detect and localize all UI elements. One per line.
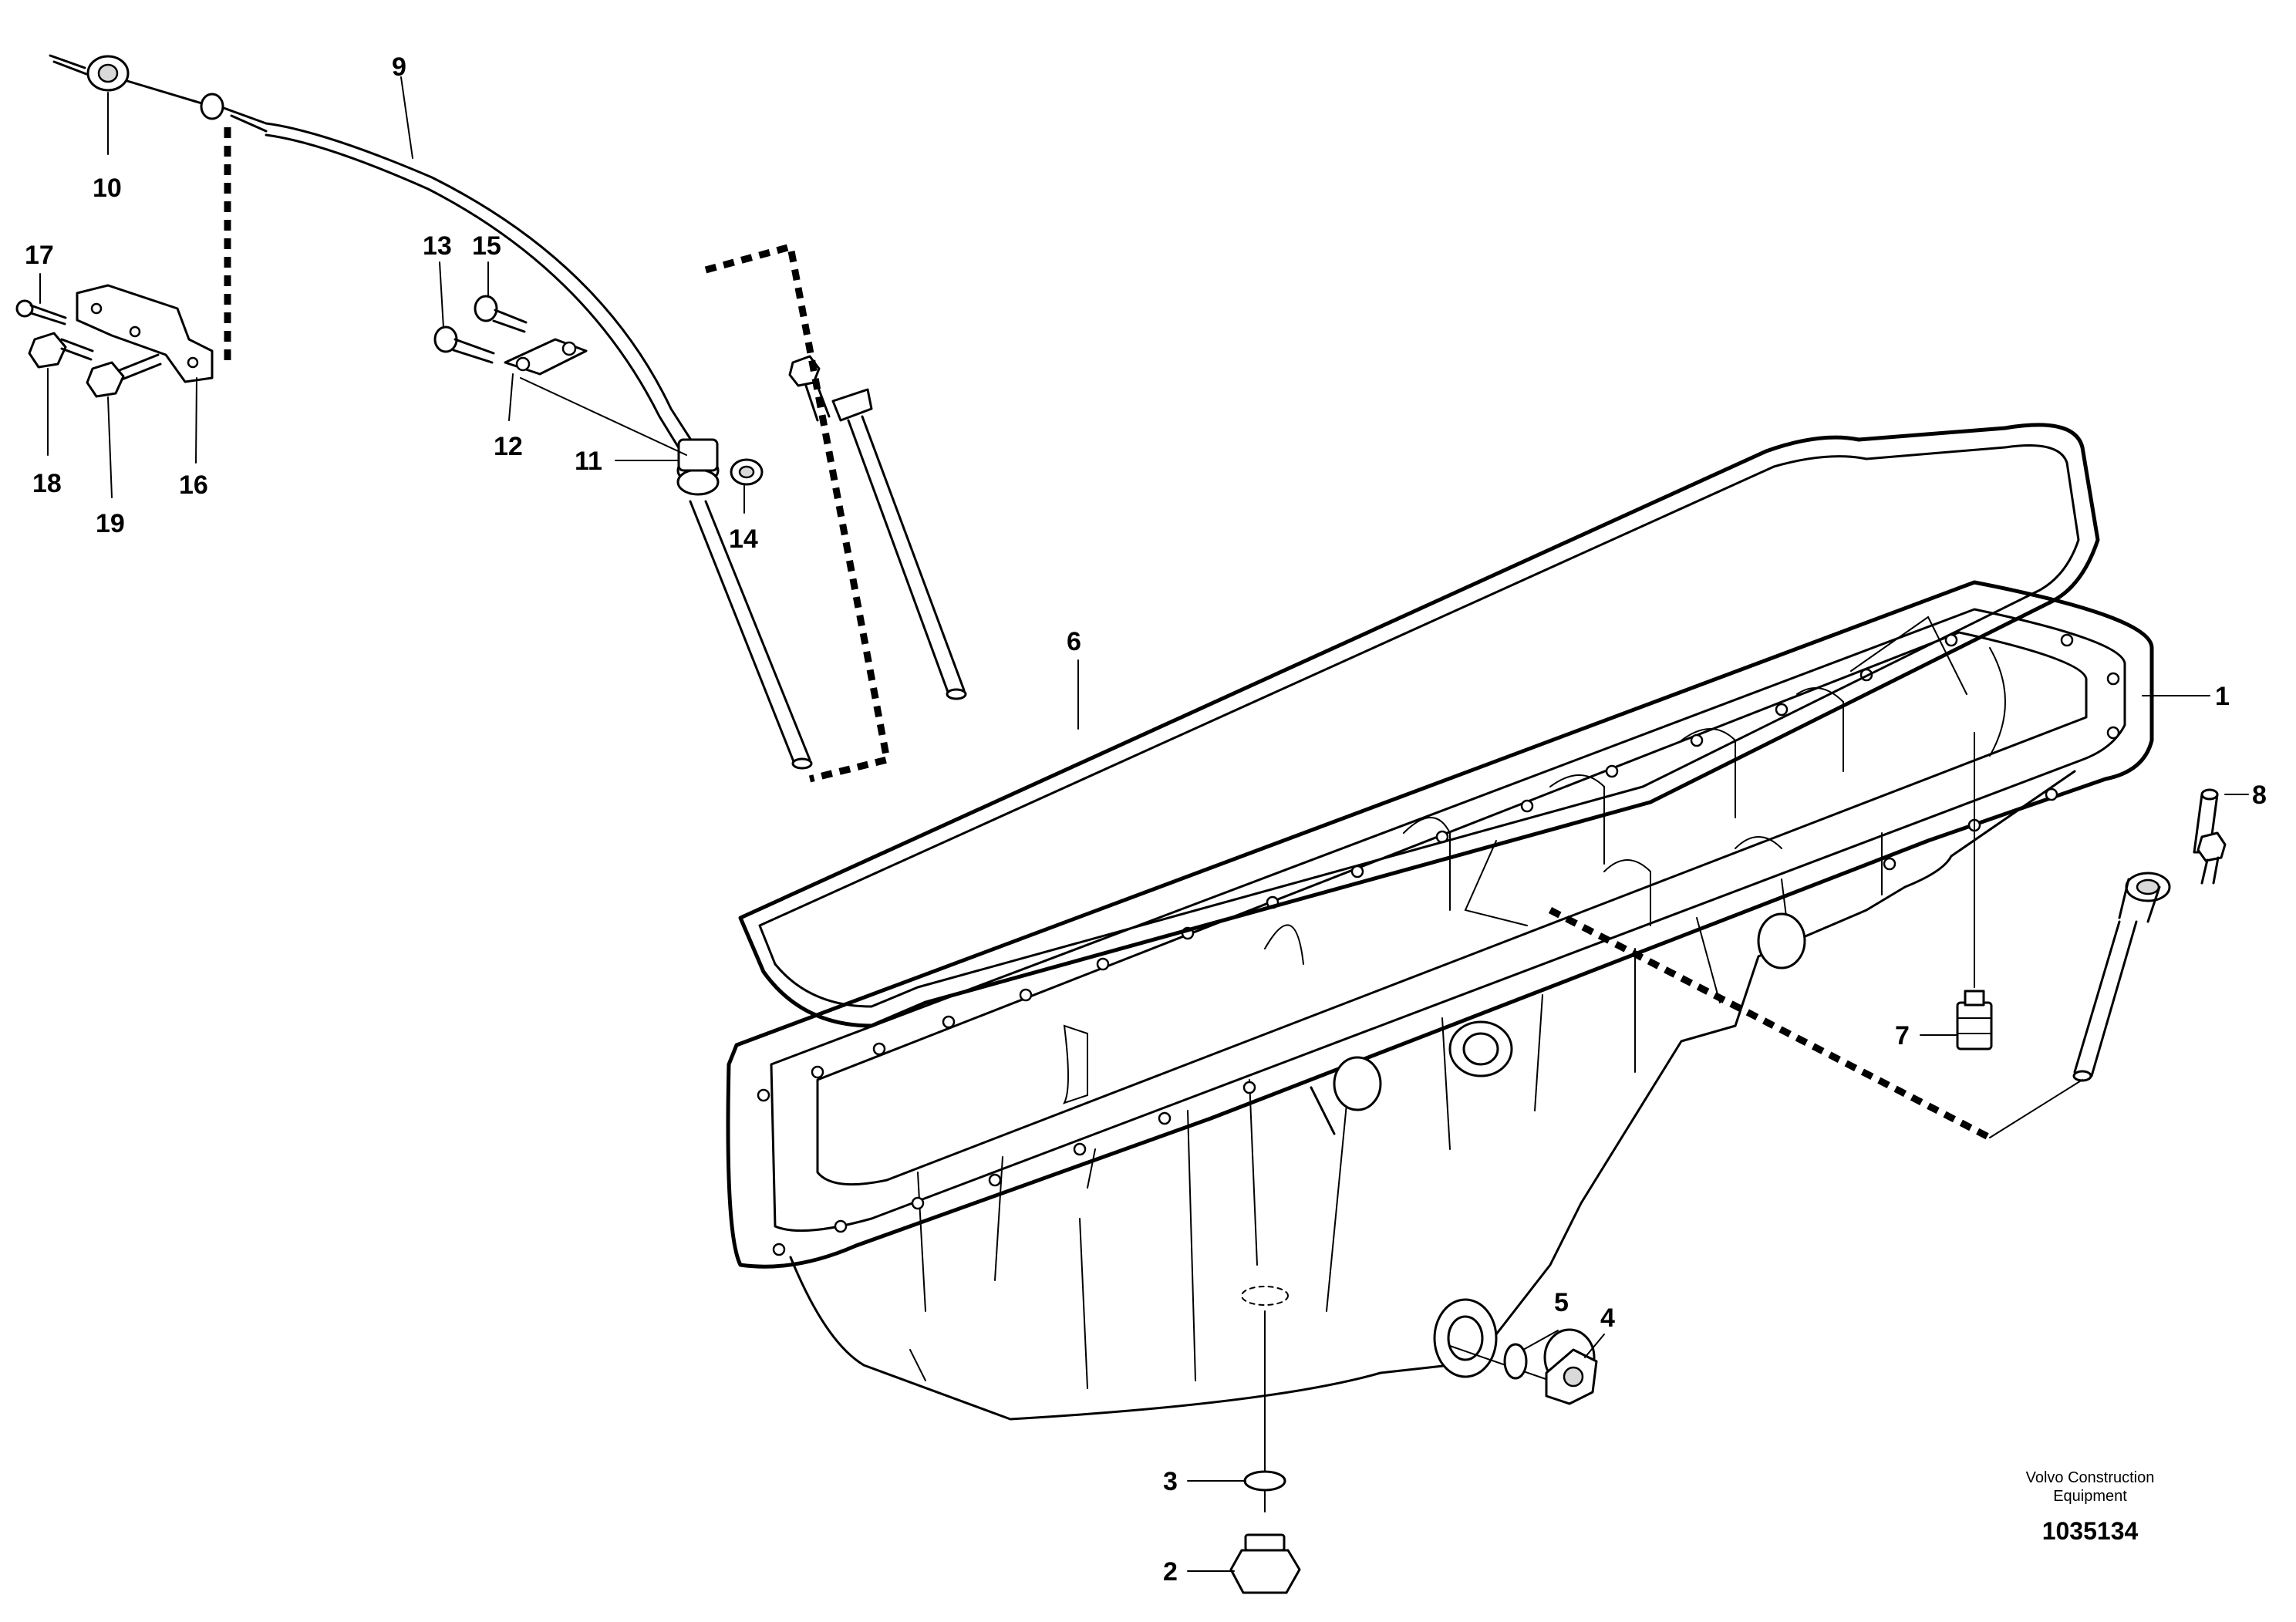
callout-9: 9 — [392, 52, 406, 82]
company-line-2: Equipment — [2053, 1488, 2127, 1505]
callout-8: 8 — [2252, 781, 2267, 810]
callout-12: 12 — [494, 432, 523, 461]
screw-13 — [433, 325, 495, 364]
callout-5: 5 — [1554, 1288, 1569, 1317]
callout-11: 11 — [575, 447, 602, 476]
callout-2: 2 — [1163, 1557, 1178, 1587]
callout-14: 14 — [729, 524, 758, 554]
callout-6: 6 — [1067, 627, 1081, 656]
dipstick-8 — [1989, 788, 2227, 1138]
bracket-12 — [504, 338, 687, 456]
callout-leaders — [39, 76, 2249, 1572]
callout-19: 19 — [96, 509, 125, 538]
callout-16: 16 — [179, 470, 208, 500]
oil-sensor-7 — [1956, 732, 1993, 1050]
callout-7: 7 — [1895, 1021, 1910, 1050]
screw-19 — [86, 353, 162, 398]
callout-4: 4 — [1600, 1303, 1615, 1333]
screw-15 — [474, 295, 528, 333]
drawing-footer: Volvo Construction Equipment 1035134 — [2026, 1469, 2155, 1545]
callout-10: 10 — [93, 174, 122, 203]
callout-1: 1 — [2215, 682, 2230, 711]
company-line-1: Volvo Construction — [2026, 1469, 2155, 1486]
callout-18: 18 — [32, 469, 62, 498]
oil-pan — [726, 580, 2154, 1421]
callout-3: 3 — [1163, 1467, 1178, 1496]
o-ring-3 — [1243, 1470, 1286, 1492]
leader-7-8 — [1548, 907, 1992, 1141]
flange-holes — [757, 633, 2120, 1256]
drawing-number: 1035134 — [2042, 1517, 2139, 1545]
drain-plug-4 — [1449, 1328, 1598, 1405]
callout-labels: 1 2 3 4 5 6 7 8 9 10 11 12 13 14 15 16 1… — [25, 52, 2267, 1587]
callout-13: 13 — [423, 231, 452, 261]
drain-plug-2 — [1229, 1310, 1301, 1594]
dipstick-handle — [49, 54, 206, 106]
dipstick-tube — [200, 93, 813, 770]
callout-17: 17 — [25, 241, 54, 270]
tube-clamp — [676, 438, 720, 496]
detail-frame-upper — [704, 242, 892, 783]
seal-5 — [1503, 1343, 1528, 1380]
screw-17 — [15, 299, 67, 325]
screw-18 — [28, 332, 94, 369]
nut-14 — [730, 458, 764, 486]
dipstick-guide — [788, 355, 967, 700]
bracket-16 — [76, 284, 214, 383]
callout-15: 15 — [472, 231, 501, 261]
oil-pan-gasket — [738, 423, 2100, 1028]
